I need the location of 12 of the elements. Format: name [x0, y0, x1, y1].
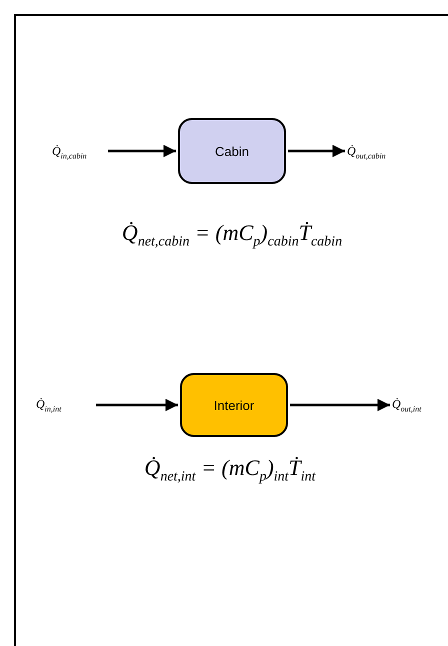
- process-box: Interior: [180, 373, 288, 437]
- heat-flow-symbol: Q̇$_{out,cabin}$: [347, 143, 411, 161]
- energy-balance-equation: Q̇$_{net,int}$ = (mC$_{p}$)$_{int}$Ṫ$_{int}$: [144, 455, 316, 486]
- process-box: Cabin: [178, 118, 286, 184]
- arrow: [108, 144, 176, 158]
- heat-flow-symbol: Q̇$_{in,cabin}$: [52, 143, 106, 161]
- arrow: [96, 398, 178, 412]
- energy-balance-equation: Q̇$_{net,cabin}$ = (mC$_{p}$)$_{cabin}$Ṫ$_{cabin}$: [122, 220, 342, 250]
- arrow: [290, 398, 390, 412]
- arrow: [288, 144, 345, 158]
- heat-flow-symbol: Q̇$_{out,int}$: [392, 396, 444, 414]
- heat-flow-symbol: Q̇$_{in,int}$: [36, 396, 94, 414]
